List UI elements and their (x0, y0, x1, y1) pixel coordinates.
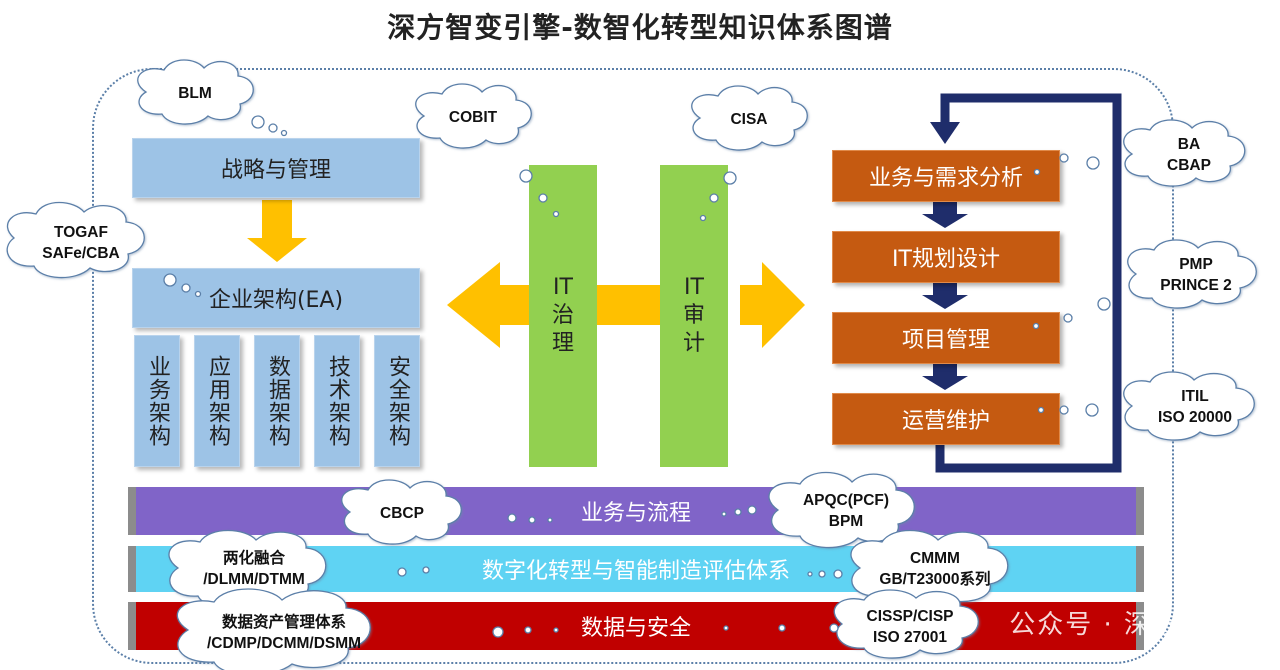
enterprise-architecture-box: 企业架构(EA) (132, 268, 420, 328)
bubble (194, 290, 202, 298)
right-arrow-it (740, 262, 805, 348)
down-arrow-strategy-to-ea (247, 200, 307, 262)
cloud-itil-shape (1123, 371, 1255, 441)
strategy-box: 战略与管理 (132, 138, 420, 198)
cloud-pmp-shape (1127, 239, 1257, 309)
bubble (268, 123, 278, 133)
column-security-architecture: 安全架构 (374, 335, 420, 467)
column-data-architecture: 数据架构 (254, 335, 300, 467)
cloud-cmmm: CMMM GB/T23000系列 (879, 550, 991, 588)
step-operations: 运营维护 (832, 393, 1060, 445)
cloud-ba: BA CBAP (1167, 136, 1211, 174)
bubble (1086, 156, 1100, 170)
cloud-cissp: CISSP/CISP ISO 27001 (866, 608, 954, 646)
bubble (528, 516, 536, 524)
cloud-sjzc: 数据资产管理体系 /CDMP/DCMM/DSMM (206, 614, 362, 652)
bubble (807, 571, 813, 577)
it-governance-bar: IT 治 理 (529, 165, 597, 467)
bubble (829, 623, 839, 633)
cloud-cbcp: CBCP (380, 504, 424, 522)
bubble (1085, 403, 1099, 417)
cloud-togaf-shape (6, 201, 145, 279)
step-arrow-3 (922, 364, 968, 390)
bubble (280, 129, 288, 137)
bubble (1059, 405, 1069, 415)
step-project-management: 项目管理 (832, 312, 1060, 364)
bubble (1063, 313, 1073, 323)
cloud-cissp-shape (833, 589, 979, 659)
bubble (1033, 168, 1041, 176)
step-arrow-1 (922, 202, 968, 228)
bubble (723, 625, 729, 631)
bubble (833, 569, 843, 579)
band-business-process: 业务与流程 (128, 487, 1144, 535)
step-it-planning: IT规划设计 (832, 231, 1060, 283)
cloud-itil: ITIL ISO 20000 (1157, 388, 1233, 426)
bubble (524, 626, 532, 634)
outer-frame (92, 68, 1174, 664)
cloud-cbcp-shape (341, 479, 462, 545)
bubble (519, 169, 533, 183)
step-business-analysis: 业务与需求分析 (832, 150, 1060, 202)
cloud-cisa: CISA (730, 110, 768, 128)
cloud-ba-shape (1123, 119, 1246, 187)
bubble (422, 566, 430, 574)
cloud-sjzc-shape (176, 588, 371, 670)
feedback-loop-head (930, 122, 960, 144)
bubble (1097, 297, 1111, 311)
feedback-loop-line (935, 93, 1122, 473)
bubble (547, 517, 553, 523)
cloud-blm-shape (137, 59, 254, 125)
bubble (538, 193, 548, 203)
bubble (721, 511, 727, 517)
bubble (1037, 406, 1045, 414)
cloud-cisa-shape (691, 85, 808, 151)
bubble (747, 505, 757, 515)
bubble (181, 283, 191, 293)
bubble (553, 627, 559, 633)
bubble (699, 214, 707, 222)
bubble (552, 210, 560, 218)
cloud-cobit-shape (415, 83, 532, 149)
bubble (492, 626, 504, 638)
bubble (723, 171, 737, 185)
cloud-lhrh-shape (168, 529, 327, 609)
bubble (397, 567, 407, 577)
bubble (1032, 322, 1040, 330)
bubble (1059, 153, 1069, 163)
column-business-architecture: 业务架构 (134, 335, 180, 467)
bubble (251, 115, 265, 129)
cloud-pmp: PMP PRINCE 2 (1160, 256, 1232, 294)
cloud-togaf: TOGAF SAFe/CBA (42, 224, 120, 262)
bubble (163, 273, 177, 287)
cloud-lhrh: 两化融合 /DLMM/DTMM (203, 550, 305, 588)
cloud-apqc: APQC(PCF) BPM (802, 492, 890, 530)
bubble (778, 624, 786, 632)
cloud-blm: BLM (178, 84, 212, 102)
bubble (709, 193, 719, 203)
cloud-apqc-shape (768, 471, 915, 549)
thought-bubbles (163, 115, 1111, 638)
watermark: 公众号 · 深方智库 (1009, 610, 1236, 640)
left-arrow-it (447, 262, 560, 348)
it-audit-bar: IT 审 计 (660, 165, 728, 467)
step-arrow-2 (922, 282, 968, 309)
bubble (818, 570, 826, 578)
bubble (734, 508, 742, 516)
column-application-architecture: 应用架构 (194, 335, 240, 467)
cloud-cobit: COBIT (448, 108, 498, 126)
column-technology-architecture: 技术架构 (314, 335, 360, 467)
diagram-title: 深方智变引擎-数智化转型知识体系图谱 (387, 11, 893, 44)
bubble (507, 513, 517, 523)
